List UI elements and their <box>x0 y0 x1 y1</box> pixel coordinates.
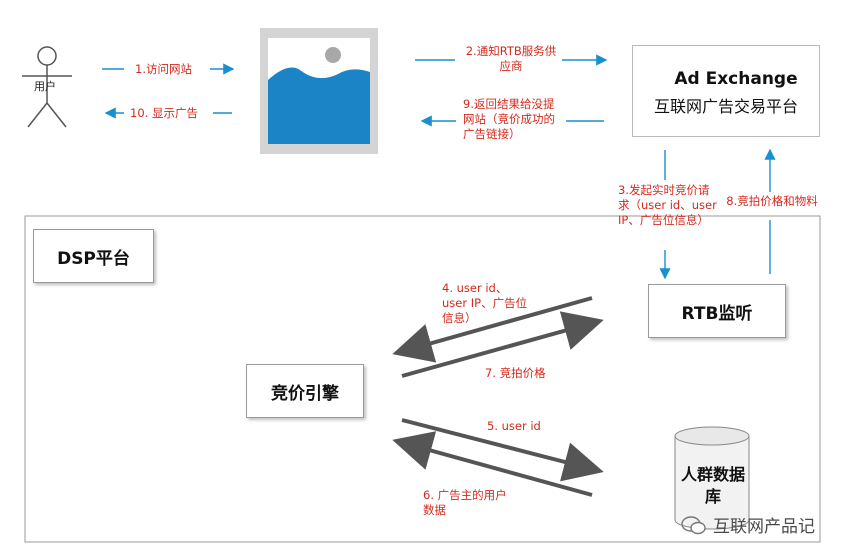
website-image-icon <box>260 28 378 154</box>
arrow-step7 <box>401 311 604 378</box>
crowd-database-label: 人群数据库 <box>680 465 745 506</box>
flow-arrows <box>102 54 776 280</box>
step1-label: 1.访问网站 <box>135 62 192 76</box>
arrow-step6 <box>392 431 593 497</box>
dsp-platform-box: DSP平台 <box>33 229 154 283</box>
arrow-step4 <box>392 296 593 363</box>
dsp-arrows <box>392 296 604 497</box>
ad-exchange-subtitle: 互联网广告交易平台 <box>653 97 798 116</box>
bidding-engine-box: 竞价引擎 <box>246 364 364 418</box>
dsp-container <box>24 215 821 543</box>
step6-label: 6. 广告主的用户数据 <box>423 488 507 517</box>
dsp-platform-label: DSP平台 <box>57 248 130 269</box>
step8-label: 8.竞拍价格和物料 <box>726 194 818 208</box>
rtb-box: RTB监听 <box>648 284 786 338</box>
watermark-text: 互联网产品记 <box>713 517 815 537</box>
step9-label: 9.返回结果给没提网站（竞价成功的广告链接） <box>463 97 555 141</box>
watermark: 互联网产品记 <box>681 512 815 537</box>
arrow-step5 <box>401 418 604 482</box>
step4-label: 4. user id、user IP、广告位信息） <box>442 281 528 325</box>
step3-label: 3.发起实时竞价请求（user id、user IP、广告位信息） <box>618 183 717 227</box>
bidding-engine-label: 竞价引擎 <box>271 383 339 404</box>
step10-label: 10. 显示广告 <box>130 106 198 120</box>
user-figure-icon <box>22 46 72 128</box>
step7-label: 7. 竞拍价格 <box>485 366 546 380</box>
user-label: 用户 <box>34 80 56 93</box>
rtb-label: RTB监听 <box>681 303 753 324</box>
step5-label: 5. user id <box>487 419 541 433</box>
step2-label: 2.通知RTB服务供应商 <box>465 44 557 73</box>
crowd-database-icon <box>674 426 750 530</box>
ad-exchange-box: Ad Exchange 互联网广告交易平台 <box>632 45 820 137</box>
ad-exchange-title: Ad Exchange <box>674 69 798 89</box>
wechat-icon <box>681 515 706 534</box>
